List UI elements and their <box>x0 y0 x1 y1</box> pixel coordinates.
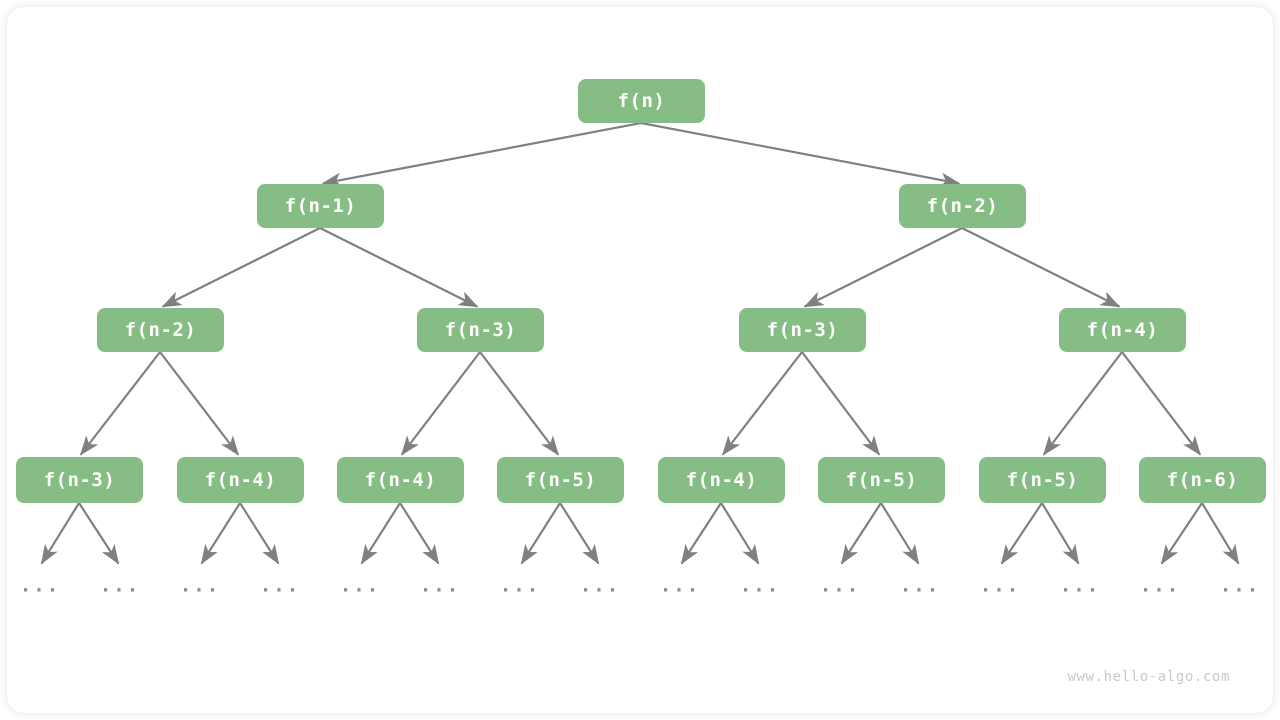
tree-node[interactable]: f(n-4) <box>177 457 304 503</box>
ellipsis-marker: ... <box>19 574 61 597</box>
ellipsis-marker: ... <box>1219 574 1261 597</box>
ellipsis-marker: ... <box>899 574 941 597</box>
ellipsis-marker: ... <box>499 574 541 597</box>
tree-node[interactable]: f(n-4) <box>658 457 785 503</box>
tree-node[interactable]: f(n-5) <box>497 457 624 503</box>
ellipsis-marker: ... <box>739 574 781 597</box>
ellipsis-marker: ... <box>659 574 701 597</box>
tree-node[interactable]: f(n-4) <box>337 457 464 503</box>
tree-node[interactable]: f(n-5) <box>818 457 945 503</box>
ellipsis-marker: ... <box>1139 574 1181 597</box>
ellipsis-marker: ... <box>579 574 621 597</box>
ellipsis-marker: ... <box>339 574 381 597</box>
tree-node[interactable]: f(n-3) <box>739 308 866 352</box>
tree-node[interactable]: f(n) <box>578 79 705 123</box>
ellipsis-marker: ... <box>99 574 141 597</box>
tree-node[interactable]: f(n-3) <box>16 457 143 503</box>
tree-node[interactable]: f(n-1) <box>257 184 384 228</box>
tree-node[interactable]: f(n-2) <box>97 308 224 352</box>
ellipsis-marker: ... <box>259 574 301 597</box>
tree-node[interactable]: f(n-6) <box>1139 457 1266 503</box>
tree-node[interactable]: f(n-5) <box>979 457 1106 503</box>
tree-node[interactable]: f(n-2) <box>899 184 1026 228</box>
ellipsis-marker: ... <box>419 574 461 597</box>
ellipsis-marker: ... <box>819 574 861 597</box>
ellipsis-marker: ... <box>1059 574 1101 597</box>
watermark: www.hello-algo.com <box>1067 669 1230 685</box>
ellipsis-marker: ... <box>979 574 1021 597</box>
tree-node[interactable]: f(n-3) <box>417 308 544 352</box>
ellipsis-marker: ... <box>179 574 221 597</box>
tree-node[interactable]: f(n-4) <box>1059 308 1186 352</box>
